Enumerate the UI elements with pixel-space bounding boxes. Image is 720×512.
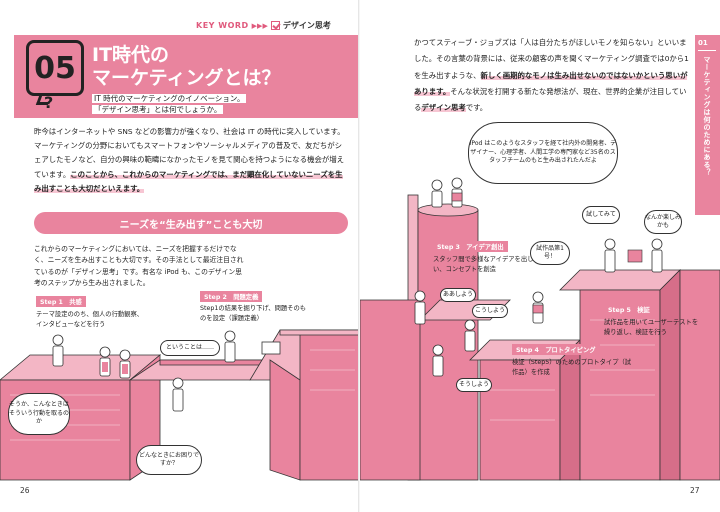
bubble-souka: そうか、こんなときはそういう行動を取るのか xyxy=(8,393,70,435)
subtitle: IT 時代のマーケティングのイノベーション。 「デザイン思考」とは何でしょうか。 xyxy=(92,93,247,115)
person-head xyxy=(52,334,64,346)
bubble-sou: そうしよう xyxy=(456,378,492,392)
bubble-donna: どんなときにお困りですか？ xyxy=(136,445,202,475)
step-5-label: Step 5 検証 xyxy=(604,304,654,315)
intro-text: これからのマーケティングにおいては、ニーズを把握するだけでなく、ニーズを生み出す… xyxy=(34,245,244,287)
step-4-label: Step 4 プロトタイピング xyxy=(512,344,600,355)
step-2-desc: Step1の結果を掘り下げ、問題そのものを設定（課題定義） xyxy=(200,305,307,322)
checkbox-icon xyxy=(270,21,280,30)
right-bold-2: デザイン思考 xyxy=(421,103,466,113)
right-page: かつてスティーブ・ジョブズは「人は自分たちがほしいモノを知らない」といいました。… xyxy=(360,0,720,512)
title-line-2: マーケティングとは？ xyxy=(92,67,281,89)
chapter-number: 05 xyxy=(26,40,84,96)
step-3-desc: スタッフ間で多様なアイデアを出し合い、コンセプトを創造 xyxy=(433,256,540,273)
step-1-desc: テーマ設定ののち、個人の行動観察、インタビューなどを行う xyxy=(36,311,144,328)
side-tab-number: 01 xyxy=(698,39,708,47)
right-text-3: です。 xyxy=(465,103,488,113)
bubble-toiukoto: ということは…… xyxy=(160,340,220,356)
arrow-icons: ▶▶▶ xyxy=(251,21,268,30)
side-tab xyxy=(695,35,720,215)
left-page: KEY WORD ▶▶▶ デザイン思考 05 ? IT時代の マーケティングとは… xyxy=(0,0,360,512)
side-tab-divider xyxy=(698,50,716,51)
keyword-header: KEY WORD ▶▶▶ デザイン思考 xyxy=(196,20,331,31)
body-paragraph: 昨今はインターネットや SNS などの影響力が強くなり、社会は IT の時代に突… xyxy=(34,125,349,196)
right-paragraph: かつてスティーブ・ジョブズは「人は自分たちがほしいモノを知らない」といいました。… xyxy=(414,35,692,116)
bubble-tameshite: 試してみて xyxy=(582,206,620,224)
bubble-shisaku: 試作品第1号！ xyxy=(530,241,570,265)
prototype-box xyxy=(627,249,643,263)
bubble-tanoshimi: なんか楽しみかも xyxy=(644,210,682,234)
page-number-left: 26 xyxy=(20,486,30,495)
section-heading: ニーズを“生み出す”ことも大切 xyxy=(34,212,348,234)
stairs-illustration xyxy=(0,329,360,481)
bubble-aa: ああしよう xyxy=(440,288,476,302)
body-text: 昨今はインターネットや SNS などの影響力が強くなり、社会は IT の時代に突… xyxy=(34,127,345,179)
step-5-desc: 試作品を用いてユーザーテストを繰り返し、検証を行う xyxy=(604,319,699,336)
step-2-label: Step 2 問題定義 xyxy=(200,291,263,302)
stairs-illustration-right xyxy=(360,177,720,481)
step-3-label: Step 3 アイデア創出 xyxy=(433,241,508,252)
bubble-kou: こうしよう xyxy=(472,304,508,318)
right-text-1: かつてスティーブ・ジョブズは「人は自分たちがほしいモノを知らない」といいました。… xyxy=(414,38,689,80)
keyword-label: KEY WORD xyxy=(196,21,249,30)
title-line-1: IT時代の xyxy=(92,44,170,66)
question-mark: ? xyxy=(44,93,54,112)
step-1-label: Step 1 共感 xyxy=(36,296,86,307)
subtitle-2: 「デザイン思考」とは何でしょうか。 xyxy=(92,105,224,114)
keyword-topic: デザイン思考 xyxy=(282,21,331,30)
step-4-desc: 検証（Step5）のためのプロトタイプ（試作品）を作成 xyxy=(512,359,632,376)
bubble-ipod: iPod はこのようなスタッフを経て社内外の開発者、デザイナー、心理学者、人間工… xyxy=(468,122,618,184)
side-tab-text: マーケティングは何のためにある？ xyxy=(703,56,711,176)
right-text-2: そんな状況を打開する新たな発想法が、現在、世界的企業が注目している xyxy=(414,86,687,113)
page-number-right: 27 xyxy=(690,486,700,495)
subtitle-1: IT 時代のマーケティングのイノベーション。 xyxy=(92,94,247,103)
